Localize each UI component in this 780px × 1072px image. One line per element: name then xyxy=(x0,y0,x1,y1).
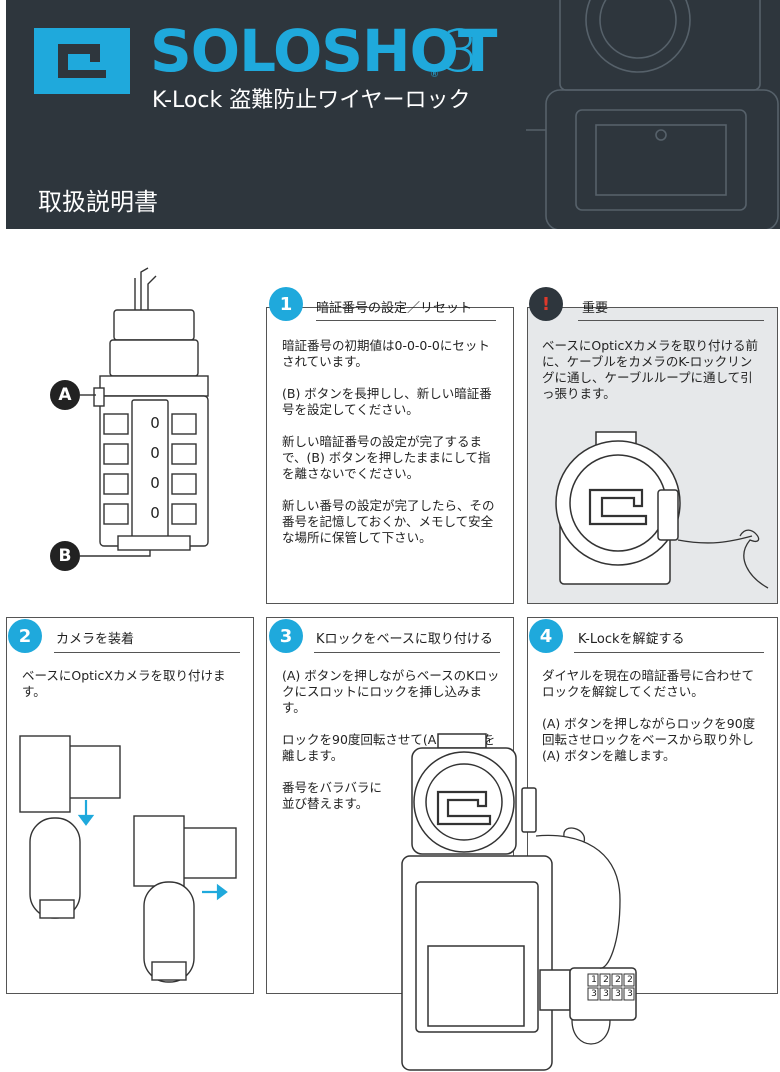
dial-row-1: 1 2 2 2 xyxy=(588,974,636,986)
step-1-paragraph: 暗証番号の初期値は0-0-0-0にセットされています。 xyxy=(282,338,490,369)
step-1-paragraph: (B) ボタンを長押しし、新しい暗証番号を設定してください。 xyxy=(282,386,492,417)
important-text: ベースにOpticXカメラを取り付ける前に、ケーブルをカメラのK-ロックリングに… xyxy=(542,338,758,401)
step-1-badge: 1 xyxy=(269,287,303,321)
product-subtitle: K-Lock 盗難防止ワイヤーロック xyxy=(152,88,471,113)
dial-digit: 3 xyxy=(615,989,621,999)
dial-row-2: 3 3 3 3 xyxy=(588,988,636,1000)
callout-a: A xyxy=(50,380,80,410)
lock-digit: 0 xyxy=(150,444,160,462)
registered-mark: ® xyxy=(430,70,439,80)
step-4-paragraph: (A) ボタンを押しながらロックを90度回転させロックをベースから取り外し(A)… xyxy=(542,716,756,763)
step-4-paragraph: ダイヤルを現在の暗証番号に合わせてロックを解錠してください。 xyxy=(542,668,755,699)
dial-digit: 1 xyxy=(591,975,597,985)
camera-illustration xyxy=(526,0,779,229)
k-lock-ring-illustration xyxy=(555,431,769,589)
step-3-paragraph: 番号をバラバラに並び替えます。 xyxy=(282,780,382,811)
header-banner: SOLOSHOT ® 3 K-Lock 盗難防止ワイヤーロック 取扱説明書 xyxy=(6,0,780,229)
step-4-panel xyxy=(527,617,778,994)
step-4-divider xyxy=(574,652,764,653)
soloshot-logo xyxy=(34,28,130,94)
step-1-panel xyxy=(266,307,514,604)
lock-digit: 0 xyxy=(150,504,160,522)
brand-name: SOLOSHOT xyxy=(150,17,497,85)
step-2-text: ベースにOpticXカメラを取り付けます。 xyxy=(22,668,246,716)
step-4-text: ダイヤルを現在の暗証番号に合わせてロックを解錠してください。 (A) ボタンを押… xyxy=(542,668,766,780)
step-3-badge: 3 xyxy=(269,619,303,653)
camera-mount-illustration xyxy=(19,735,237,983)
dial-digit: 3 xyxy=(603,989,609,999)
important-title: 重要 xyxy=(582,301,609,316)
camera-with-klock-illustration xyxy=(401,733,637,1071)
step-3-title: Kロックをベースに取り付ける xyxy=(316,632,493,647)
step-3-divider xyxy=(314,652,500,653)
step-2-title: カメラを装着 xyxy=(56,632,135,647)
step-4-badge: 4 xyxy=(529,619,563,653)
step-1-title: 暗証番号の設定／リセット xyxy=(316,301,473,316)
step-1-divider xyxy=(316,320,496,321)
dial-digit: 3 xyxy=(591,989,597,999)
step-2-badge: 2 xyxy=(8,619,42,653)
step-2-paragraph: ベースにOpticXカメラを取り付けます。 xyxy=(22,668,226,699)
dial-digit: 2 xyxy=(627,975,633,985)
step-3-paragraph: (A) ボタンを押しながらベースのKロックにスロットにロックを挿し込みます。 xyxy=(282,668,500,715)
callout-b: B xyxy=(50,541,80,571)
lock-digit-column: 0 0 0 0 xyxy=(140,408,170,528)
lock-digit: 0 xyxy=(150,414,160,432)
warning-icon: ! xyxy=(529,287,563,321)
step-1-text: 暗証番号の初期値は0-0-0-0にセットされています。 (B) ボタンを長押しし… xyxy=(282,338,500,562)
dial-digit: 2 xyxy=(603,975,609,985)
dial-digit: 2 xyxy=(615,975,621,985)
important-divider xyxy=(578,320,764,321)
step-2-divider xyxy=(54,652,240,653)
step-1-paragraph: 新しい暗証番号の設定が完了するまで、(B) ボタンを押したままにして指を離さない… xyxy=(282,434,491,481)
brand-number: 3 xyxy=(442,17,479,85)
dial-digit: 3 xyxy=(627,989,633,999)
lock-illustration xyxy=(80,267,209,557)
manual-title: 取扱説明書 xyxy=(38,188,158,216)
lock-digit: 0 xyxy=(150,474,160,492)
step-4-title: K-Lockを解錠する xyxy=(578,632,685,647)
step-1-paragraph: 新しい番号の設定が完了したら、その番号を記憶しておくか、メモして安全な場所に保管… xyxy=(282,498,495,545)
